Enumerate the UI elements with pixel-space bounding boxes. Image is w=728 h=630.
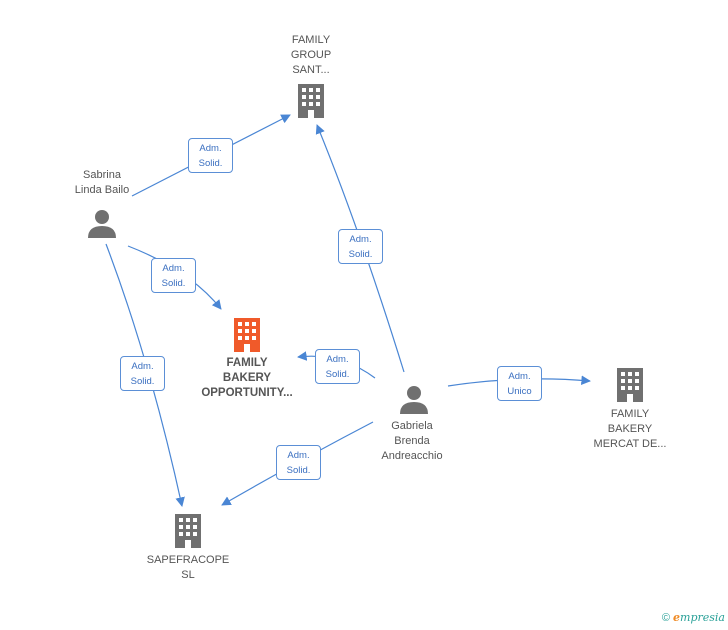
- node-label-family-bakery-opportunity[interactable]: FAMILY BAKERY OPPORTUNITY...: [201, 357, 293, 399]
- edge-badge-sabrina-family-group[interactable]: Adm. Solid.: [188, 138, 233, 173]
- brand-initial: e: [673, 611, 681, 624]
- node-label-gabriela[interactable]: Gabriela Brenda Andreacchio: [381, 420, 443, 462]
- brand-name: mpresia: [680, 611, 725, 624]
- person-icon-sabrina[interactable]: [87, 208, 117, 238]
- edge-badge-sabrina-sapefracope[interactable]: Adm. Solid.: [120, 356, 165, 391]
- node-label-family-group[interactable]: FAMILY GROUP SANT...: [290, 34, 332, 76]
- building-icon-family-bakery-opportunity[interactable]: [232, 318, 262, 352]
- node-label-family-bakery-mercat[interactable]: FAMILY BAKERY MERCAT DE...: [593, 408, 667, 450]
- building-icon-family-bakery-mercat[interactable]: [615, 368, 645, 402]
- edge-badge-sabrina-family-bakery-opportunity[interactable]: Adm. Solid.: [151, 258, 196, 293]
- edge-badge-gabriela-family-bakery-opportunity[interactable]: Adm. Solid.: [315, 349, 360, 384]
- building-icon-family-group[interactable]: [296, 84, 326, 118]
- edge-badge-gabriela-sapefracope[interactable]: Adm. Solid.: [276, 445, 321, 480]
- copyright-icon: ©: [661, 612, 671, 624]
- person-icon-gabriela[interactable]: [399, 384, 429, 414]
- empresia-watermark: ©empresia: [662, 611, 725, 624]
- node-label-sabrina[interactable]: Sabrina Linda Bailo: [74, 169, 130, 196]
- building-icon-sapefracope[interactable]: [173, 514, 203, 548]
- node-label-sapefracope[interactable]: SAPEFRACOPE SL: [146, 554, 230, 581]
- edge-badge-gabriela-family-bakery-mercat[interactable]: Adm. Unico: [497, 366, 542, 401]
- edge-badge-gabriela-family-group[interactable]: Adm. Solid.: [338, 229, 383, 264]
